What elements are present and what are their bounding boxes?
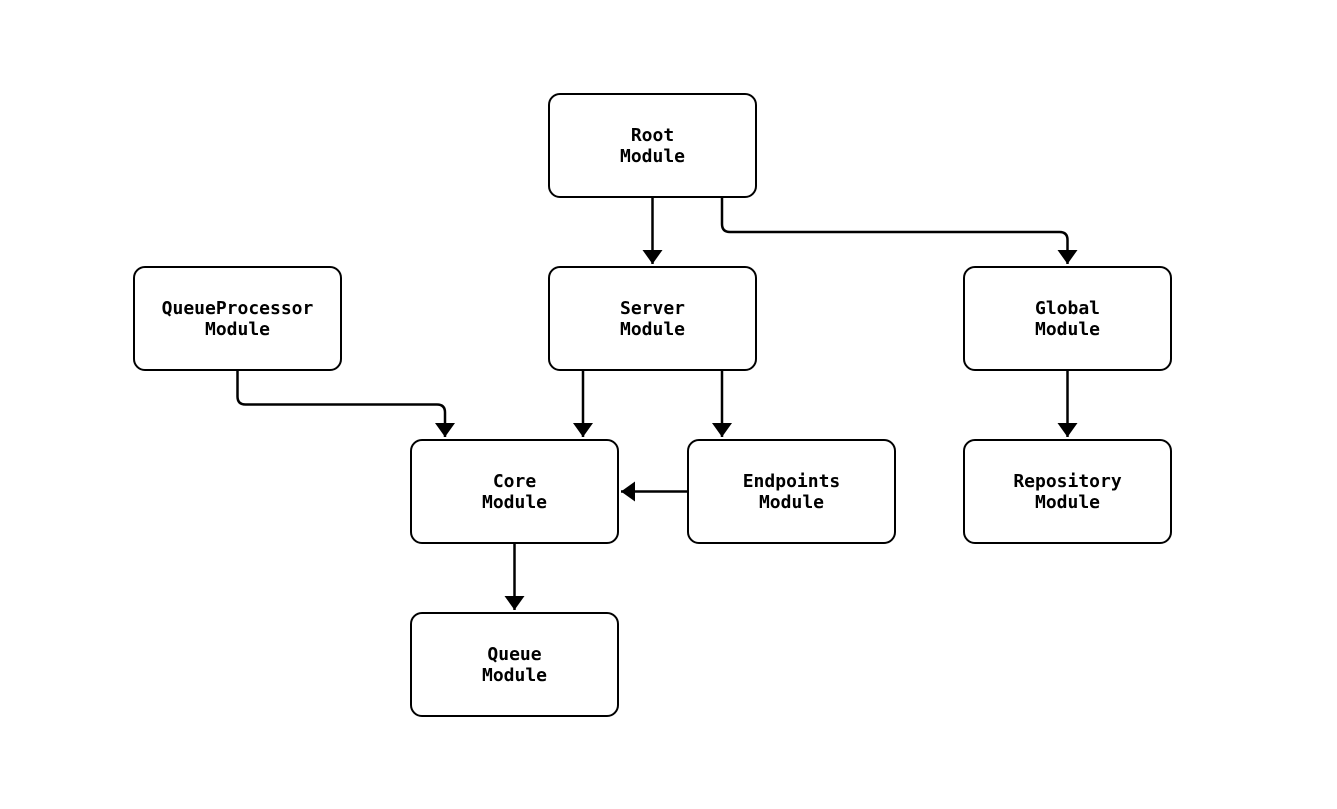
node-endpoints-module: Endpoints Module [687, 439, 896, 544]
node-core-module-label: Core Module [481, 470, 548, 513]
node-queueprocessor-module-label: QueueProcessor Module [161, 297, 314, 340]
node-endpoints-module-label: Endpoints Module [742, 470, 841, 513]
node-server-module: Server Module [548, 266, 757, 371]
node-repository-module: Repository Module [963, 439, 1172, 544]
node-core-module: Core Module [410, 439, 619, 544]
node-root-module-label: Root Module [619, 124, 686, 167]
node-server-module-label: Server Module [619, 297, 686, 340]
node-global-module-label: Global Module [1034, 297, 1101, 340]
node-queue-module-label: Queue Module [481, 643, 548, 686]
node-repository-module-label: Repository Module [1013, 470, 1122, 513]
node-queueprocessor-module: QueueProcessor Module [133, 266, 342, 371]
edge-queueprocessor-to-core [236, 371, 455, 437]
node-root-module: Root Module [548, 93, 757, 198]
edge-root-to-global [720, 198, 1078, 264]
node-queue-module: Queue Module [410, 612, 619, 717]
node-global-module: Global Module [963, 266, 1172, 371]
